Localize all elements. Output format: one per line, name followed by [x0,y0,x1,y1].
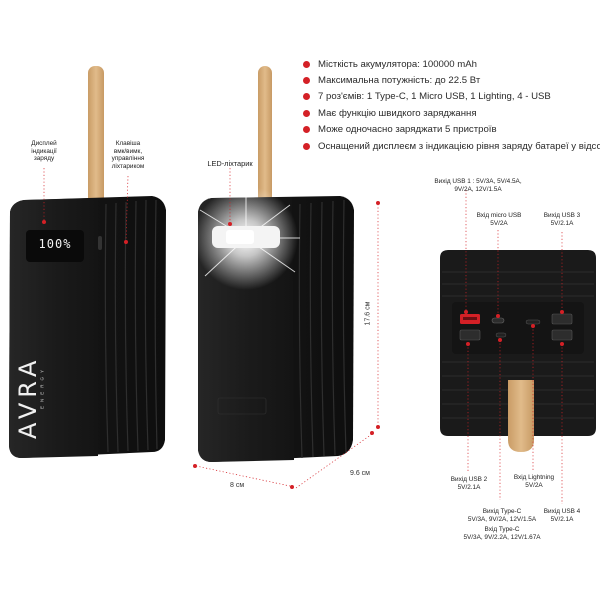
carry-strap [88,66,104,216]
dimension-markers [42,168,564,504]
feature-item: Максимальна потужність: до 22.5 Вт [300,72,600,88]
carry-strap-2 [258,66,272,216]
display-screen [26,230,84,262]
screen-percentage: 100% [38,237,72,251]
usb4-port [551,329,573,341]
feature-item: Має функцію швидкого заряджання [300,105,600,121]
feature-item: Оснащений дисплеєм з індикацією рівня за… [300,138,600,154]
bullet-icon [303,60,310,68]
bullet-icon [303,142,310,150]
micro-usb-port [491,317,505,324]
feature-item: 7 роз'ємів: 1 Type-C, 1 Micro USB, 1 Lig… [300,89,600,105]
width-dimension: 8 см [230,482,245,489]
powerbank-flashlight-view [194,66,354,462]
depth-dimension: 9.6 см [350,470,370,477]
usb1-callout: Вихід USB 1 : 5V/3A, 5V/4.5A,9V/2A, 12V/… [434,178,522,193]
carry-strap-3 [508,380,534,452]
bullet-icon [303,93,310,101]
brand-logo: AVRA [14,355,42,439]
powerbank-ports-view [440,250,596,452]
led-callout: LED-ліхтарик [207,159,253,168]
brand-subtitle: ENERGY [39,366,45,410]
lightning-port [525,319,541,325]
typec-port [495,332,507,338]
usb3-port [551,313,573,325]
powerbank-front-view [9,66,166,458]
usb2-port [459,329,481,341]
feature-item: Місткість акумулятора: 100000 mAh [300,56,600,72]
power-button [98,236,102,250]
feature-list: Місткість акумулятора: 100000 mAh Максим… [300,56,600,154]
bullet-icon [303,109,310,117]
feature-item: Може одночасно заряджати 5 пристроїв [300,122,600,138]
bullet-icon [303,126,310,134]
height-dimension: 17.6 см [364,301,372,326]
bullet-icon [303,77,310,85]
